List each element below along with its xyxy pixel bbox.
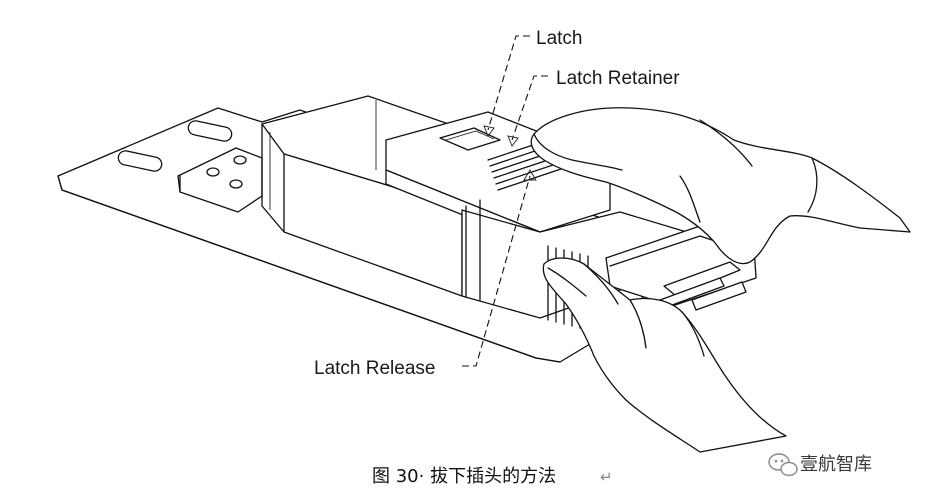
watermark: 壹航智库: [768, 453, 872, 477]
watermark-text: 壹航智库: [800, 454, 872, 475]
latch-release-label: Latch Release: [314, 358, 435, 379]
screw-hole-2: [233, 155, 247, 165]
figure-caption: 图 30· 拔下插头的方法: [372, 466, 556, 487]
screw-hole-1: [206, 167, 220, 177]
upper-hand: [530, 107, 911, 265]
return-mark: ↵: [600, 468, 613, 486]
callout-leaders: [462, 35, 548, 367]
plate-slot-upper: [187, 120, 233, 142]
screw-hole-3: [229, 179, 243, 189]
lower-hand: [542, 257, 787, 453]
latch: [439, 127, 501, 151]
plate-slot-lower: [117, 150, 163, 172]
latch-label: Latch: [536, 28, 582, 49]
wechat-icon: [768, 453, 798, 477]
latch-retainer-label: Latch Retainer: [556, 68, 680, 89]
